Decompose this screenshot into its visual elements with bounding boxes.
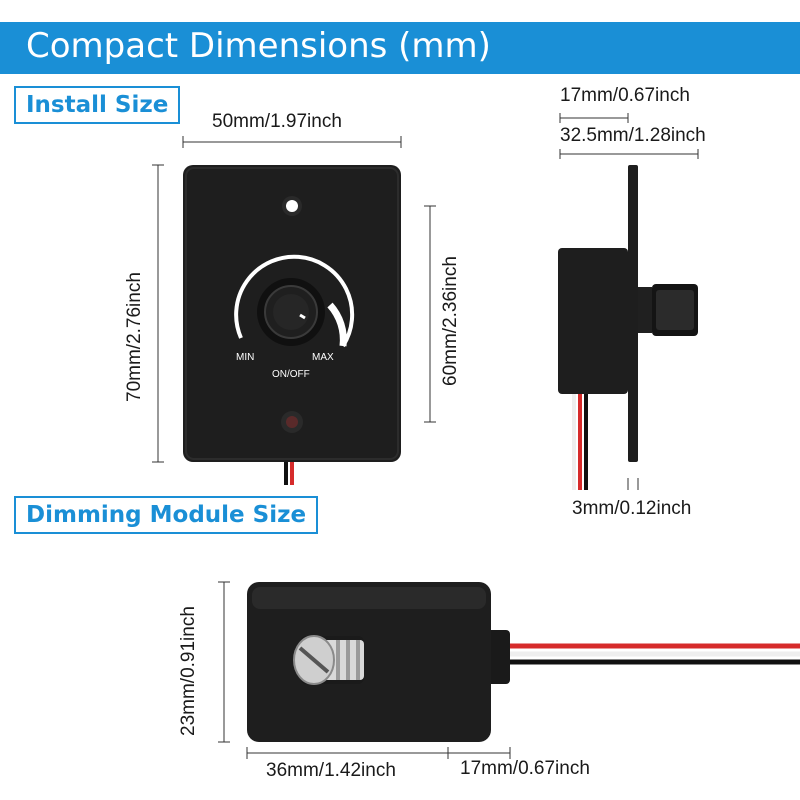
knob-min-label: MIN bbox=[236, 352, 254, 363]
module-depth-dimension: 17mm/0.67inch bbox=[460, 758, 590, 779]
side-depth-b-dimension: 32.5mm/1.28inch bbox=[560, 125, 706, 146]
module-height-dimension: 23mm/0.91inch bbox=[178, 606, 199, 736]
side-dimension-lines bbox=[559, 113, 699, 490]
install-size-label: Install Size bbox=[14, 86, 181, 124]
panel-height-dimension: 70mm/2.76inch bbox=[124, 272, 145, 402]
hole-spacing-dimension: 60mm/2.36inch bbox=[440, 256, 461, 386]
side-depth-a-dimension: 17mm/0.67inch bbox=[560, 85, 690, 106]
panel-width-dimension: 50mm/1.97inch bbox=[212, 111, 342, 132]
knob-onoff-label: ON/OFF bbox=[272, 369, 310, 380]
front-dimension-lines bbox=[152, 136, 436, 463]
plate-thickness-dimension: 3mm/0.12inch bbox=[572, 498, 692, 519]
side-view bbox=[558, 165, 698, 490]
page-title: Compact Dimensions (mm) bbox=[26, 26, 491, 66]
title-banner: Compact Dimensions (mm) bbox=[0, 22, 800, 74]
module-width-dimension: 36mm/1.42inch bbox=[266, 760, 396, 781]
knob-max-label: MAX bbox=[312, 352, 334, 363]
front-panel bbox=[183, 165, 401, 485]
module-size-label: Dimming Module Size bbox=[14, 496, 319, 534]
module-dimension-lines bbox=[218, 581, 511, 759]
dimming-module bbox=[247, 582, 800, 742]
